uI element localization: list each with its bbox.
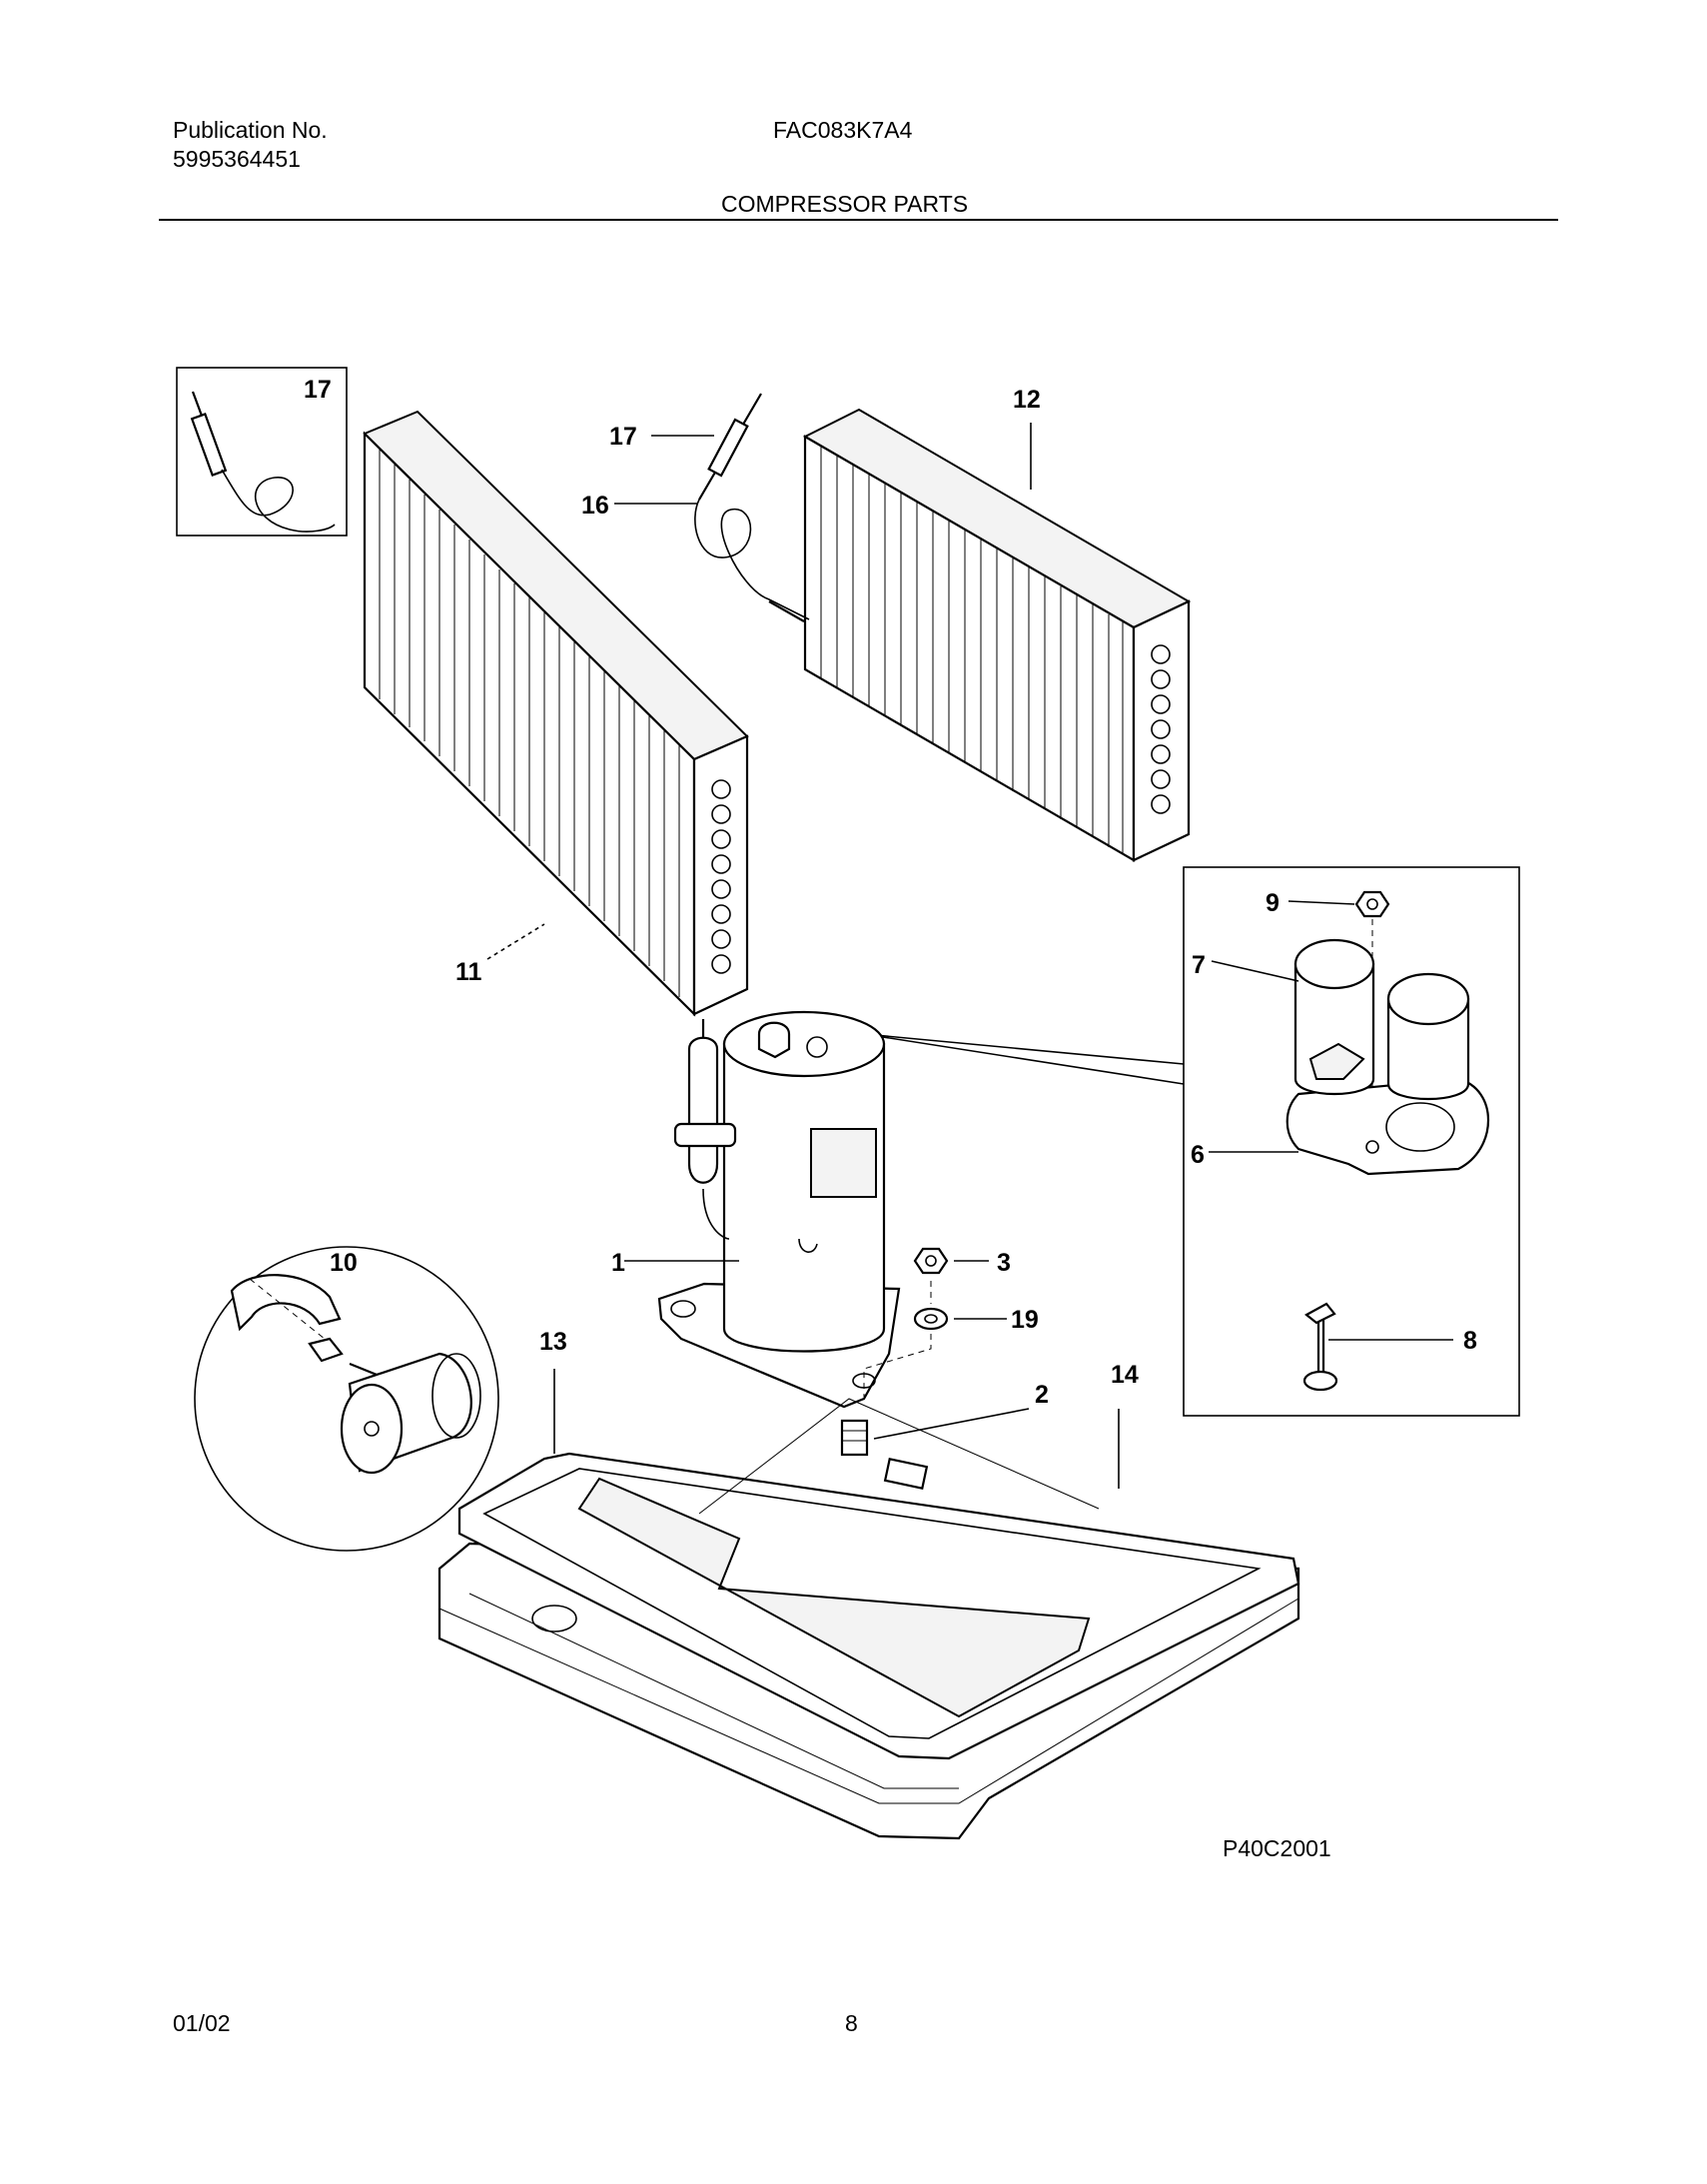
fasteners-2-3-19: [840, 1247, 949, 1457]
callout-6: 6: [1191, 1141, 1205, 1169]
coil-11: [363, 410, 749, 1017]
callout-14: 14: [1111, 1361, 1139, 1389]
footer-date: 01/02: [173, 2010, 231, 2036]
callout-3: 3: [997, 1249, 1011, 1277]
figure-code: P40C2001: [1223, 1835, 1331, 1861]
callout-17: 17: [609, 423, 637, 451]
detail-box-capacitor: [863, 866, 1520, 1417]
coil-12: [802, 408, 1192, 862]
section-title: COMPRESSOR PARTS: [721, 191, 969, 217]
callout-8: 8: [1463, 1327, 1477, 1355]
sensor-16-17: [694, 393, 810, 622]
callout-7: 7: [1192, 951, 1206, 979]
callout-11: 11: [455, 958, 482, 986]
callout-12: 12: [1013, 386, 1041, 414]
callout-10: 10: [330, 1249, 358, 1277]
callout-2: 2: [1035, 1381, 1049, 1409]
callout-13: 13: [539, 1328, 567, 1356]
callout-16: 16: [581, 492, 609, 520]
callouts: 17 17 16 12 11 9 7 6 8 10 1 3 19 2 13 14…: [304, 376, 1477, 1861]
inset-17-sensor: [176, 367, 348, 537]
header-rule: [159, 219, 1558, 221]
callout-19: 19: [1011, 1306, 1039, 1334]
publication-label: Publication No.: [173, 117, 328, 143]
inset-10-clamp: [194, 1246, 499, 1552]
callout-1: 1: [611, 1249, 625, 1277]
callout-9: 9: [1266, 889, 1280, 917]
page-number: 8: [845, 2010, 858, 2036]
leader-lines: [486, 423, 1453, 1489]
publication-number: 5995364451: [173, 146, 301, 172]
model-number: FAC083K7A4: [773, 117, 913, 143]
callout-17-inset: 17: [304, 376, 332, 404]
base-pan-13-14: [437, 1398, 1300, 1840]
compressor-1: [657, 1010, 901, 1409]
